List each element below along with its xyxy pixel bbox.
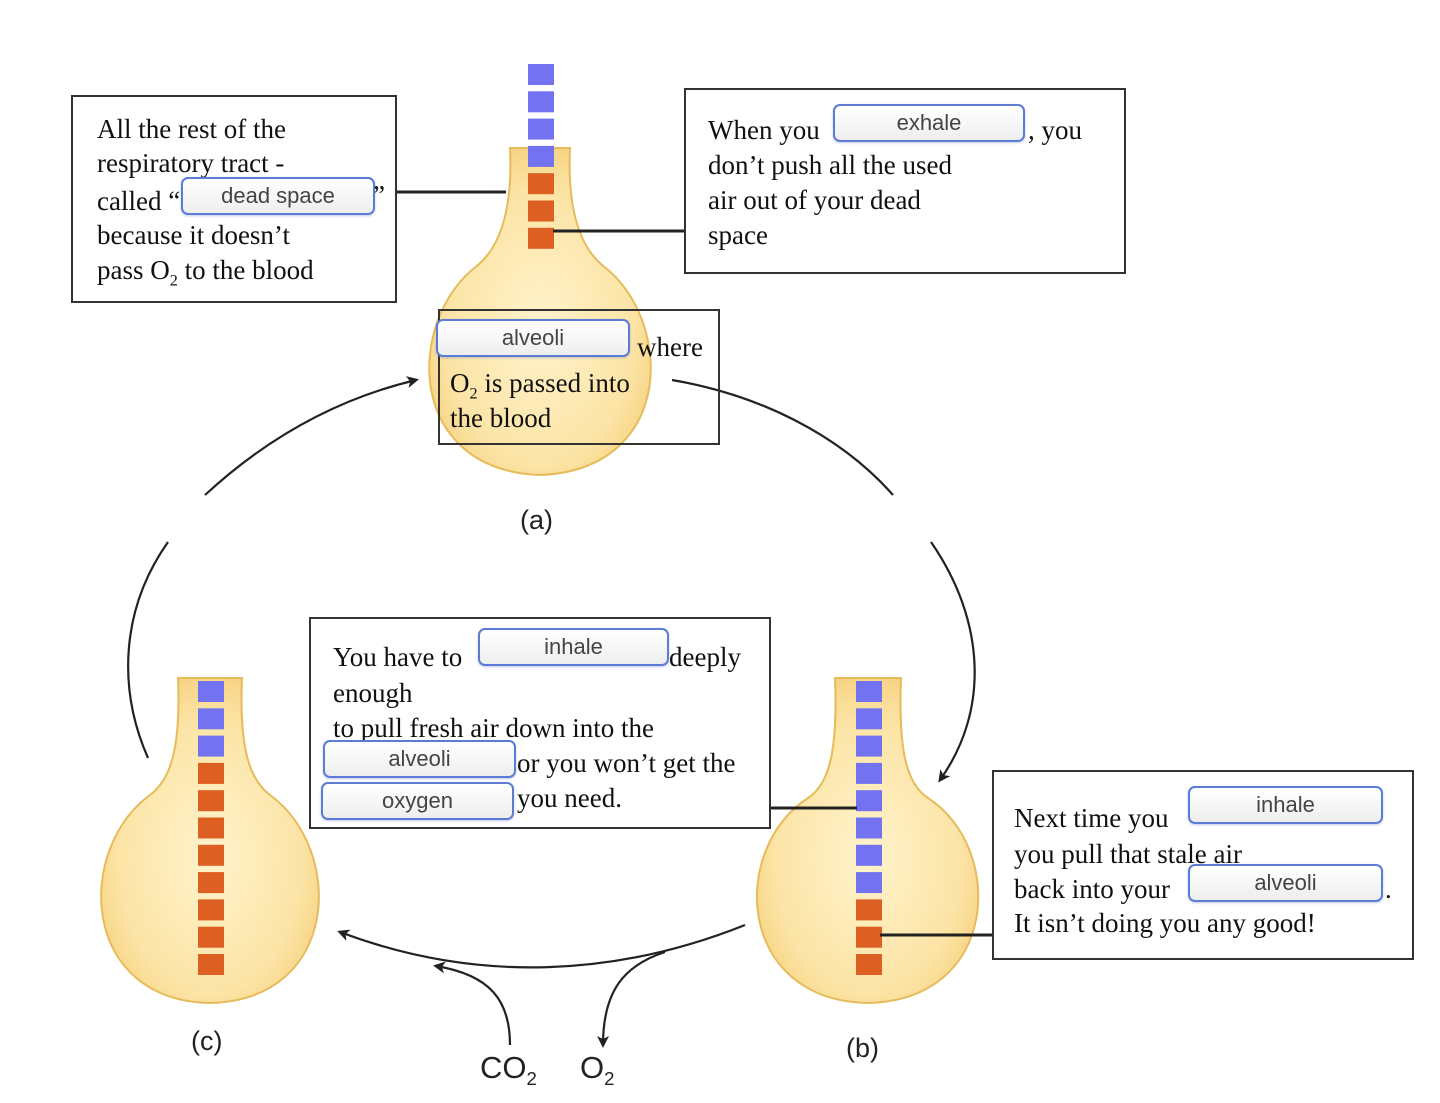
arrow-a-to-right <box>671 378 894 496</box>
dead-space-line-2: respiratory tract - <box>97 148 285 178</box>
blank-alveoli-right[interactable]: alveoli <box>1188 864 1383 902</box>
air-unit-fresh-b <box>856 872 882 894</box>
air-unit-fresh-a <box>528 64 554 85</box>
blank-exhale[interactable]: exhale <box>833 104 1025 142</box>
exhale-box: When you , you don’t push all the used a… <box>684 88 1126 274</box>
air-unit-stale-c <box>198 872 224 894</box>
alveoli-line-3: the blood <box>450 403 552 433</box>
air-unit-stale-c <box>198 899 224 921</box>
arrow-c-to-a <box>204 376 419 496</box>
air-unit-stale-b <box>856 954 882 975</box>
stale-line-4: It isn’t doing you any good! <box>1014 908 1316 938</box>
arrow-o2-out <box>597 950 666 1048</box>
label-a: (a) <box>520 505 553 535</box>
exhale-line-1: When you <box>708 115 820 145</box>
air-unit-stale-c <box>198 954 224 975</box>
inhale-line-2: enough <box>333 678 413 708</box>
air-unit-fresh-b <box>856 844 882 866</box>
air-unit-fresh-c <box>198 708 224 730</box>
stale-line-3b: . <box>1385 874 1392 904</box>
air-unit-fresh-b <box>856 735 882 757</box>
exhale-line-2: don’t push all the used <box>708 150 952 180</box>
stale-line-1: Next time you <box>1014 803 1169 833</box>
alveoli-line-1: where <box>637 332 703 362</box>
exhale-line-4: space <box>708 220 768 250</box>
alveoli-box: where O2 is passed into the blood <box>438 309 720 445</box>
air-unit-stale-c <box>198 790 224 812</box>
dead-space-line-5: pass O2 to the blood <box>97 255 314 290</box>
inhale-line-1b: deeply <box>669 642 741 672</box>
air-unit-stale-b <box>856 899 882 921</box>
air-unit-fresh-a <box>528 91 554 113</box>
air-unit-stale-b <box>856 926 882 948</box>
alveolus-c <box>100 677 320 1005</box>
air-unit-fresh-b <box>856 817 882 839</box>
dead-space-close-quote: ” <box>373 180 385 210</box>
dead-space-line-4: because it doesn’t <box>97 220 290 250</box>
air-unit-stale-c <box>198 844 224 866</box>
air-unit-fresh-b <box>856 790 882 812</box>
blank-inhale-next[interactable]: inhale <box>1188 786 1383 824</box>
air-unit-fresh-b <box>856 762 882 784</box>
exhale-line-1b: , you <box>1028 115 1082 145</box>
alveolus-b <box>756 677 980 1005</box>
dead-space-line-3: called “ <box>97 186 181 216</box>
blank-alveoli-middle[interactable]: alveoli <box>323 740 516 778</box>
air-unit-stale-a <box>528 173 554 195</box>
alveolus-a <box>428 147 652 477</box>
label-o2: O2 <box>580 1050 615 1090</box>
dead-space-line-1: All the rest of the <box>97 114 286 144</box>
blank-oxygen[interactable]: oxygen <box>321 782 514 820</box>
air-unit-stale-c <box>198 762 224 784</box>
arrow-b-to-c <box>337 923 746 969</box>
air-unit-fresh-b <box>856 681 882 702</box>
air-unit-fresh-c <box>198 735 224 757</box>
air-units <box>198 64 882 975</box>
blank-inhale-deeply[interactable]: inhale <box>478 628 669 666</box>
inhale-line-4: or you won’t get the <box>517 748 736 778</box>
air-unit-stale-c <box>198 926 224 948</box>
label-co2: CO2 <box>480 1050 537 1090</box>
blank-alveoli-center[interactable]: alveoli <box>436 319 630 357</box>
exhale-line-3: air out of your dead <box>708 185 921 215</box>
label-c: (c) <box>191 1026 223 1056</box>
air-unit-fresh-b <box>856 708 882 730</box>
air-unit-stale-a <box>528 227 554 249</box>
inhale-line-3: to pull fresh air down into the <box>333 713 654 743</box>
inhale-line-1: You have to <box>333 642 463 672</box>
label-b: (b) <box>846 1033 879 1063</box>
arrow-left-side <box>127 541 169 759</box>
air-unit-fresh-a <box>528 145 554 167</box>
blank-dead-space[interactable]: dead space <box>181 177 375 215</box>
arrow-co2-in <box>433 961 512 1046</box>
inhale-line-5: you need. <box>517 783 622 813</box>
alveoli-line-2: O2 is passed into <box>450 368 630 403</box>
arrow-to-b <box>930 541 976 783</box>
air-unit-fresh-a <box>528 118 554 140</box>
air-unit-stale-c <box>198 817 224 839</box>
air-unit-stale-a <box>528 200 554 222</box>
air-unit-fresh-c <box>198 681 224 702</box>
stale-line-3: back into your <box>1014 874 1170 904</box>
